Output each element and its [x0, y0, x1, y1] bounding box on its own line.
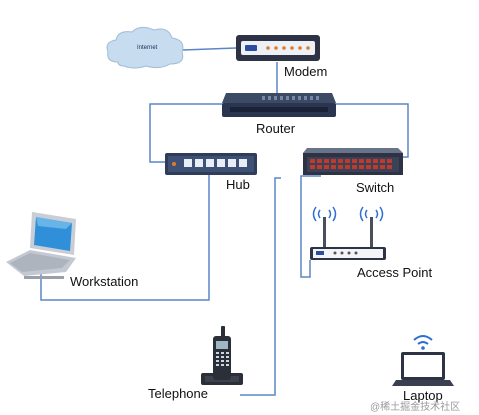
modem-icon [236, 35, 320, 61]
access-point-icon [310, 206, 386, 260]
connection-lines [40, 47, 409, 396]
internet-cloud-icon [106, 26, 184, 69]
switch-telephone-link [240, 177, 281, 396]
internet-label: Internet [137, 45, 158, 51]
workstation-label: Workstation [70, 274, 139, 289]
hub-workstation-link [40, 175, 210, 301]
router-hub-link [149, 103, 226, 163]
internet-modem-link [182, 47, 237, 51]
laptop-wifi-icon [413, 335, 433, 345]
watermark: @稀土掘金技术社区 [370, 402, 461, 413]
telephone-label: Telephone [148, 386, 208, 401]
router-icon [222, 93, 336, 117]
laptop-label: Laptop [403, 388, 443, 403]
router-switch-link [334, 103, 409, 158]
router-label: Router [256, 121, 296, 136]
access-point-label: Access Point [357, 265, 433, 280]
telephone-icon [201, 326, 243, 385]
switch-icon [303, 148, 403, 175]
modem-label: Modem [284, 64, 328, 79]
switch-label: Switch [356, 180, 395, 195]
wifi-waves-icon [312, 206, 384, 222]
laptop-icon [392, 335, 454, 386]
hub-label: Hub [226, 177, 250, 192]
hub-icon [165, 153, 257, 175]
switch-accesspoint-link [300, 175, 321, 278]
workstation-icon [6, 212, 76, 279]
